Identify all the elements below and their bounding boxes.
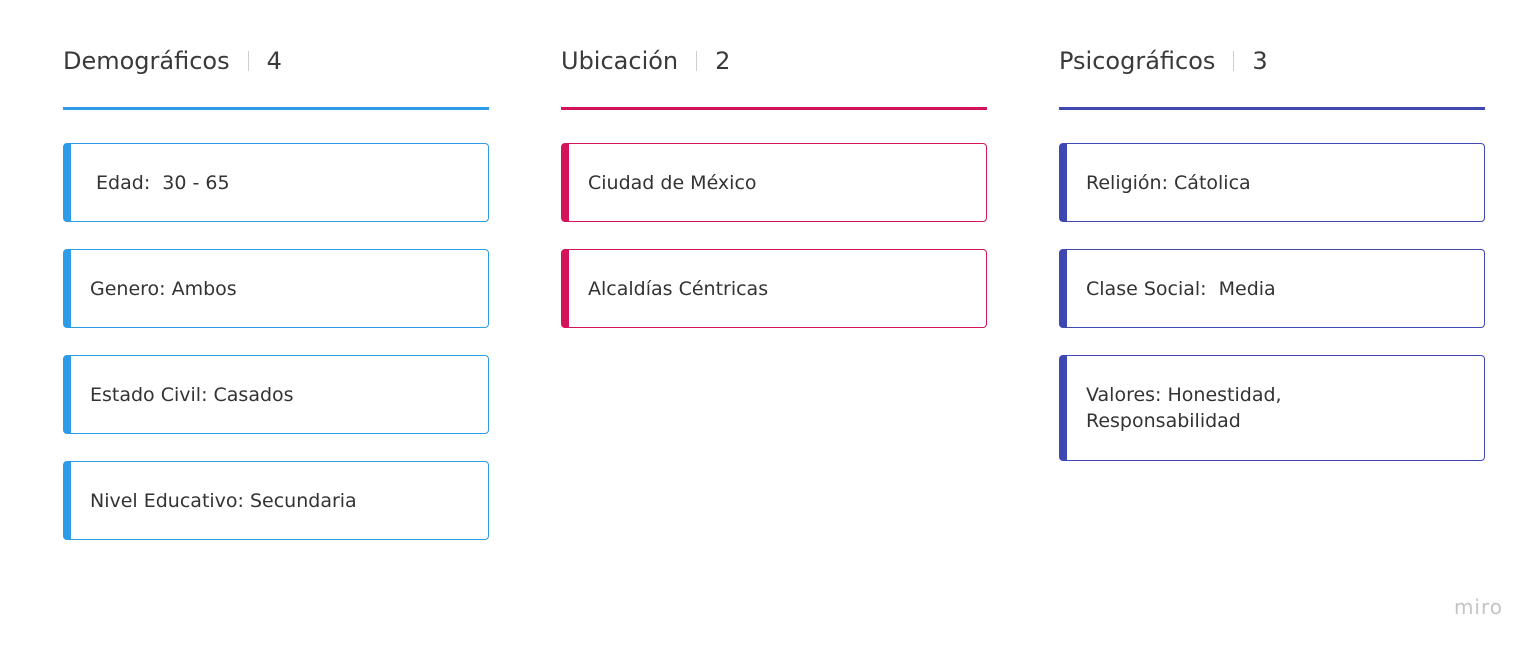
card-text: Genero: Ambos xyxy=(90,277,237,300)
card[interactable]: Valores: Honestidad, Responsabilidad xyxy=(1059,355,1485,461)
column-demograficos: Demográficos 4 Edad: 30 - 65 Genero: Amb… xyxy=(63,44,489,540)
card[interactable]: Nivel Educativo: Secundaria xyxy=(63,461,489,540)
column-count: 3 xyxy=(1252,47,1268,75)
card-text: Edad: 30 - 65 xyxy=(90,171,230,194)
card-text: Clase Social: Media xyxy=(1086,277,1276,300)
column-header[interactable]: Demográficos 4 xyxy=(63,44,489,78)
column-ubicacion: Ubicación 2 Ciudad de México Alcaldías C… xyxy=(561,44,987,328)
card-text: Valores: Honestidad, Responsabilidad xyxy=(1086,384,1282,432)
card[interactable]: Edad: 30 - 65 xyxy=(63,143,489,222)
column-divider xyxy=(696,51,698,71)
column-title: Ubicación xyxy=(561,47,679,75)
column-header[interactable]: Psicográficos 3 xyxy=(1059,44,1485,78)
column-count: 2 xyxy=(715,47,731,75)
card[interactable]: Religión: Cátolica xyxy=(1059,143,1485,222)
card[interactable]: Estado Civil: Casados xyxy=(63,355,489,434)
card-list: Religión: Cátolica Clase Social: Media V… xyxy=(1059,143,1485,488)
column-header[interactable]: Ubicación 2 xyxy=(561,44,987,78)
card[interactable]: Ciudad de México xyxy=(561,143,987,222)
card-text: Nivel Educativo: Secundaria xyxy=(90,489,357,512)
column-divider xyxy=(247,51,249,71)
column-psicograficos: Psicográficos 3 Religión: Cátolica Clase… xyxy=(1059,44,1485,461)
miro-watermark: miro xyxy=(1453,595,1503,619)
column-title: Psicográficos xyxy=(1059,47,1216,75)
column-rule xyxy=(63,107,489,110)
card[interactable]: Alcaldías Céntricas xyxy=(561,249,987,328)
card-text: Alcaldías Céntricas xyxy=(588,277,769,300)
card-list: Edad: 30 - 65 Genero: Ambos Estado Civil… xyxy=(63,143,489,567)
card[interactable]: Genero: Ambos xyxy=(63,249,489,328)
card[interactable]: Clase Social: Media xyxy=(1059,249,1485,328)
column-title: Demográficos xyxy=(63,47,230,75)
column-count: 4 xyxy=(266,47,282,75)
card-text: Ciudad de México xyxy=(588,171,757,194)
card-text: Religión: Cátolica xyxy=(1086,171,1251,194)
column-rule xyxy=(561,107,987,110)
column-divider xyxy=(1233,51,1235,71)
card-list: Ciudad de México Alcaldías Céntricas xyxy=(561,143,987,355)
card-text: Estado Civil: Casados xyxy=(90,383,294,406)
column-rule xyxy=(1059,107,1485,110)
